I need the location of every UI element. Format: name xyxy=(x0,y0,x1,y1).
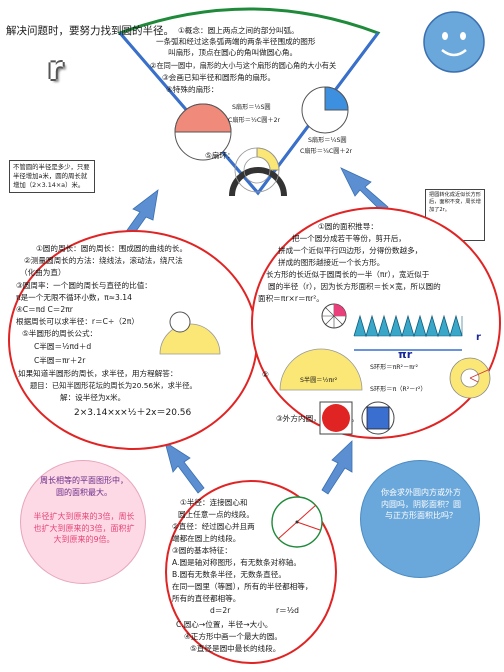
area-line-4: 拼成的图形越接近一个长方形。 xyxy=(278,258,385,267)
blue-question-text: 你会求外圆内方或外方内圆吗，阴影面积？圆与正方形面积比吗？ xyxy=(381,488,461,520)
semicircle-area-diagram xyxy=(279,348,363,391)
circ-line-8: ⑤半圆形的周长公式： xyxy=(22,329,98,338)
circ-line-14: 2×3.14×x×½＋2x＝20.56 xyxy=(74,408,192,418)
fan-line-5: ③会画已知半径和圆形角的扇形。 xyxy=(162,73,276,82)
fan-line-1: ①概念：圆上两点之间的部分叫弧。 xyxy=(178,26,299,35)
smiley-face-icon xyxy=(423,11,485,73)
fan-ring-label: ⑤扇环： xyxy=(205,151,235,160)
arrow-icon-right-up xyxy=(340,167,389,213)
radius-line-5: ③圆的基本特征： xyxy=(172,546,232,555)
arrow-icon-bottom-left xyxy=(164,441,205,494)
area-line-1: ①圆的面积推导： xyxy=(318,222,378,231)
radius-line-9: 所有的直径都相等。 xyxy=(172,594,241,603)
circ-line-10: C半圆＝πr＋2r xyxy=(34,356,86,365)
semicircle-area-formula: S半圆＝½πr² xyxy=(300,377,338,384)
radius-line-11: C.圆心→位置，半径→大小。 xyxy=(176,620,273,629)
radius-line-8: 在同一圆里（等圆），所有的半径都相等， xyxy=(172,582,313,591)
pink-note-oval: 周长相等的平面图形中，圆的面积最大。 半径扩大到原来的3倍，周长也扩大到原来的3… xyxy=(20,460,146,584)
ring-area-formula-a: S环形＝πR²－πr² xyxy=(370,364,418,371)
circle-diagram-icon xyxy=(169,311,191,333)
circ-line-7: 根据周长可以求半径：r＝C÷（2π） xyxy=(16,317,139,326)
area-item-3: ③外方内圆，外圆内方。 xyxy=(276,414,359,423)
fan-line-6: ④特殊的扇形： xyxy=(166,85,219,94)
fan-formula-quarter-perimeter: C扇形＝¼C圆＋2r xyxy=(300,148,353,155)
area-line-5: 长方形的长近似于圆周长的一半（πr），宽近似于 xyxy=(266,270,430,279)
radius-symbol: r xyxy=(48,52,63,87)
page-title: 解决问题时，要努力找到圆的半径。 xyxy=(6,25,174,37)
fan-formula-half-perimeter: C扇形＝½C圆＋2r xyxy=(228,117,281,124)
blue-question-oval: 你会求外圆内方或外方内圆吗，阴影面积？圆与正方形面积比吗？ xyxy=(360,460,480,578)
circ-line-6: ④C＝πd C＝2πr xyxy=(16,305,73,314)
circ-line-1: ①圆的周长：圆的周长：围成圆的曲线的长。 xyxy=(36,244,188,253)
note-rectangle-transform-text: 把圆转化成近似长方形后，面积不变，周长增加了2r。 xyxy=(429,192,481,213)
area-item-2-marker: ② xyxy=(262,370,269,379)
arrow-icon-bottom-right xyxy=(321,440,353,495)
ring-area-formula-b: S环形＝π（R²－r²） xyxy=(370,386,427,393)
area-line-6: 圆的半径（r），因为长方形面积＝长×宽，所以圆的 xyxy=(268,282,441,291)
fan-line-2: 一条弧和经过这条弧两端的两条半径围成的图形 xyxy=(156,37,316,46)
circ-line-5: π是一个无限不循环小数，π≈3.14 xyxy=(16,293,132,302)
circ-line-4: ③圆周率：一个圆的周长与直径的比值： xyxy=(16,281,152,290)
radius-line-1: ①半径：连接圆心和 xyxy=(180,498,248,507)
note-perimeter-increase: 不管圆的半径是多少，只要半径增加a米，圆的周长就增加（2×3.14×a）米。 xyxy=(9,160,95,193)
area-line-7: 面积＝πr×r＝πr²。 xyxy=(258,294,324,303)
fan-line-4: ②在同一圆中，扇形的大小与这个扇形的圆心角的大小有关 xyxy=(150,61,337,70)
circ-line-11: 如果知道半圆形的周长，求半径，用方程解答： xyxy=(18,369,178,378)
annulus-diagram xyxy=(449,357,491,399)
radius-formula-d: d＝2r xyxy=(210,606,231,615)
fan-formula-quarter-area: S扇形＝¼S圆 xyxy=(308,137,347,144)
circ-line-12: 题目：已知半圆形花坛的周长为20.56米，求半径。 xyxy=(30,381,197,390)
radius-diameter-diagram xyxy=(271,496,323,548)
radius-line-13: ⑤直径是圆中最长的线段。 xyxy=(190,644,281,653)
circ-line-9: C半圆＝½πd＋d xyxy=(34,342,92,351)
radius-line-4: 端都在圆上的线段。 xyxy=(172,534,241,543)
radius-line-12: ④正方形中画一个最大的圆。 xyxy=(184,632,282,641)
radius-line-2: 圆上任意一点的线段。 xyxy=(178,510,254,519)
area-line-2: 把一个圆分成若干等份，剪开后， xyxy=(292,234,406,243)
pi-r-label: πr xyxy=(398,348,413,361)
pink-note-line-1: 周长相等的平面图形中，圆的面积最大。 xyxy=(40,476,128,497)
semicircle-diagram xyxy=(159,323,221,355)
note-perimeter-increase-text: 不管圆的半径是多少，只要半径增加a米，圆的周长就增加（2×3.14×a）米。 xyxy=(13,163,90,189)
radius-line-7: B.圆有无数条半径，无数条直径。 xyxy=(172,570,286,579)
radius-side-label: r xyxy=(476,332,481,343)
circ-line-13: 解：设半径为x米。 xyxy=(60,393,126,402)
radius-line-6: A.圆是轴对称图形，有无数条对称轴。 xyxy=(172,558,301,567)
circ-line-2: ②测量圆周长的方法：绕线法，滚动法，绕尺法 xyxy=(24,256,183,265)
area-derivation-diagram xyxy=(321,303,463,351)
pink-note-line-2: 半径扩大到原来的3倍，周长也扩大到原来的3倍，面积扩大到原来的9倍。 xyxy=(33,512,135,544)
radius-formula-r: r＝½d xyxy=(276,606,299,615)
circ-line-3: （化曲为直） xyxy=(20,268,66,277)
fan-formula-half-area: S扇形＝½S圆 xyxy=(232,104,271,111)
square-circle-diagrams xyxy=(319,401,395,435)
area-line-3: 拼成一个近似平行四边形，分得份数越多， xyxy=(278,246,423,255)
fan-line-3: 叫扇形，顶点在圆心的角叫做圆心角。 xyxy=(168,48,298,57)
radius-line-3: ②直径：经过圆心并且两 xyxy=(172,522,255,531)
area-circle xyxy=(251,207,501,439)
